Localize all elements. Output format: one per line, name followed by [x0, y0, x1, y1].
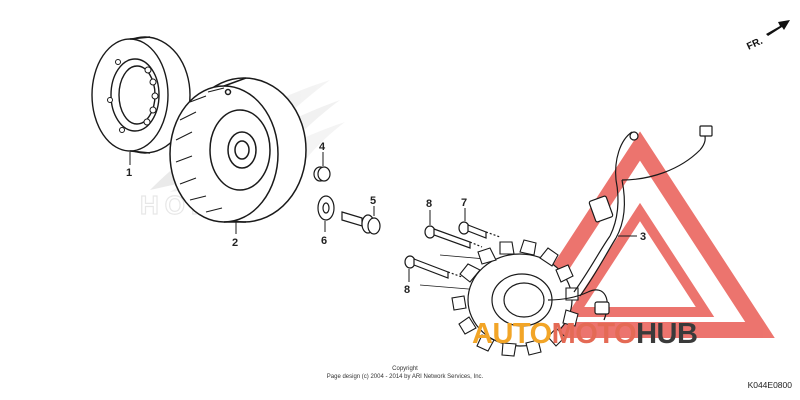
stator-bolt-8-upper [424, 225, 483, 249]
callout-part-8-lower[interactable]: 8 [404, 284, 410, 296]
one-way-clutch [91, 36, 191, 154]
stator-bolt-7 [458, 221, 501, 239]
flange-bolt [341, 211, 381, 235]
callout-part-2[interactable]: 2 [232, 237, 238, 249]
arrow-icon [766, 20, 790, 36]
callout-part-5[interactable]: 5 [370, 195, 376, 207]
callout-part-7[interactable]: 7 [461, 197, 467, 209]
front-direction-label: FR. [745, 36, 764, 50]
callout-part-6[interactable]: 6 [321, 235, 327, 247]
callout-part-4[interactable]: 4 [319, 141, 326, 153]
watermark-triangle [505, 131, 775, 338]
callout-part-1[interactable]: 1 [126, 167, 132, 179]
copyright-line-2: Page design (c) 2004 - 2014 by ARI Netwo… [326, 374, 484, 380]
watermark-word-auto: AUTO [472, 318, 552, 350]
diagram-code: K044E0800 [747, 380, 792, 390]
watermark-word-moto: MOTO [551, 318, 637, 350]
copyright-line-1: Copyright [392, 366, 418, 372]
watermark-word-hub: HUB [636, 318, 698, 350]
stator-assembly [451, 125, 713, 357]
flywheel [169, 77, 307, 223]
callout-part-3[interactable]: 3 [640, 231, 646, 243]
washer [317, 195, 335, 221]
bolt-small [313, 166, 331, 182]
copyright-notice: Copyright Page design (c) 2004 - 2014 by… [290, 365, 520, 381]
stator-bolt-8-lower [404, 255, 463, 279]
front-direction-marker: FR. [745, 20, 790, 50]
callout-part-8-upper[interactable]: 8 [426, 198, 432, 210]
watermark-text: AUTOMOTOHUB [472, 318, 698, 351]
